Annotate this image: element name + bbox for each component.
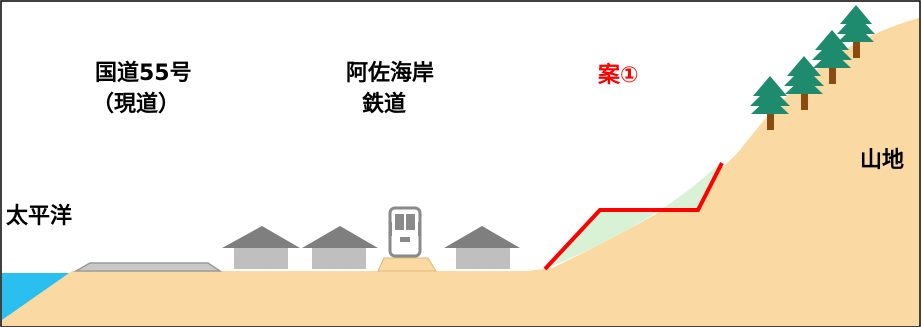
terrain [2,18,919,326]
road-label-line1: 国道55号 [95,61,192,86]
house-1 [222,226,300,269]
cut-slope-zone [545,160,722,268]
railway-embankment [377,257,437,272]
tree-icon [837,5,875,58]
tree-icon [784,56,824,110]
house-2 [302,226,378,269]
ocean-label: 太平洋 [6,204,73,229]
mountain-label: 山地 [860,148,905,173]
tree-icon [750,76,790,130]
railway-label-line1: 阿佐海岸 [346,61,435,86]
house-3 [444,226,520,269]
road-label-line2: （現道） [92,92,181,117]
national-route-road [73,262,223,272]
train-icon [388,206,422,258]
plan-1-label: 案① [598,63,639,88]
railway-label-line2: 鉄道 [362,92,407,117]
plan-1-alignment-line [543,162,724,271]
tree-icon [812,30,852,84]
